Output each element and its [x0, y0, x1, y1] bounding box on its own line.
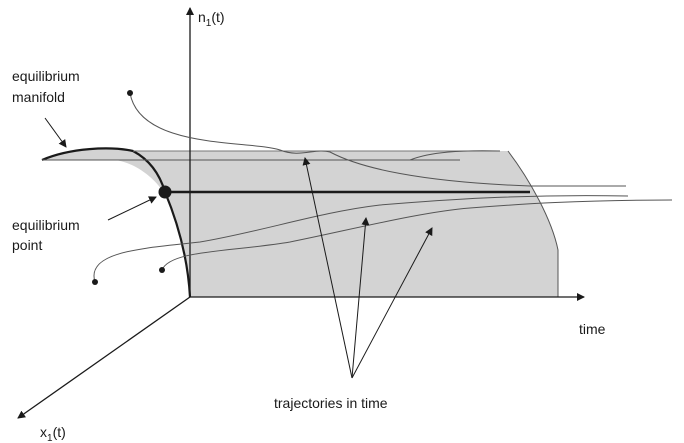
- manifold-right-edge: [507, 150, 559, 297]
- trajectories: [93, 92, 673, 283]
- trajectory-start-lower: [159, 267, 165, 273]
- point-label-line2: point: [12, 237, 42, 253]
- manifold-front-edge: [41, 147, 192, 298]
- manifold-label-line2: manifold: [12, 89, 65, 105]
- trajectory-start-middle: [92, 279, 98, 285]
- manifold-label-line1: equilibrium: [12, 68, 80, 84]
- trajectory-arrow-1: [302, 157, 353, 379]
- trajectory-upper-side: [409, 150, 501, 161]
- trajectory-arrow-3: [351, 227, 433, 379]
- point-label-line1: equilibrium: [12, 217, 80, 233]
- point-arrow: [107, 196, 157, 221]
- trajectories-label: trajectories in time: [274, 395, 388, 411]
- y-axis-label: n1(t): [198, 9, 225, 29]
- manifold-arrow: [44, 117, 67, 148]
- annotation-arrows: [44, 117, 433, 379]
- equilibrium-point: [158, 185, 172, 199]
- trajectory-middle: [93, 195, 629, 283]
- trajectory-arrow-2: [351, 217, 370, 379]
- trajectory-upper: [129, 92, 626, 187]
- trajectory-start-upper: [127, 90, 133, 96]
- trajectory-lower: [161, 199, 673, 271]
- manifold-surface: [42, 148, 558, 297]
- x-axis: [17, 296, 191, 419]
- time-axis-label: time: [579, 321, 606, 337]
- x-axis-label: x1(t): [40, 424, 66, 443]
